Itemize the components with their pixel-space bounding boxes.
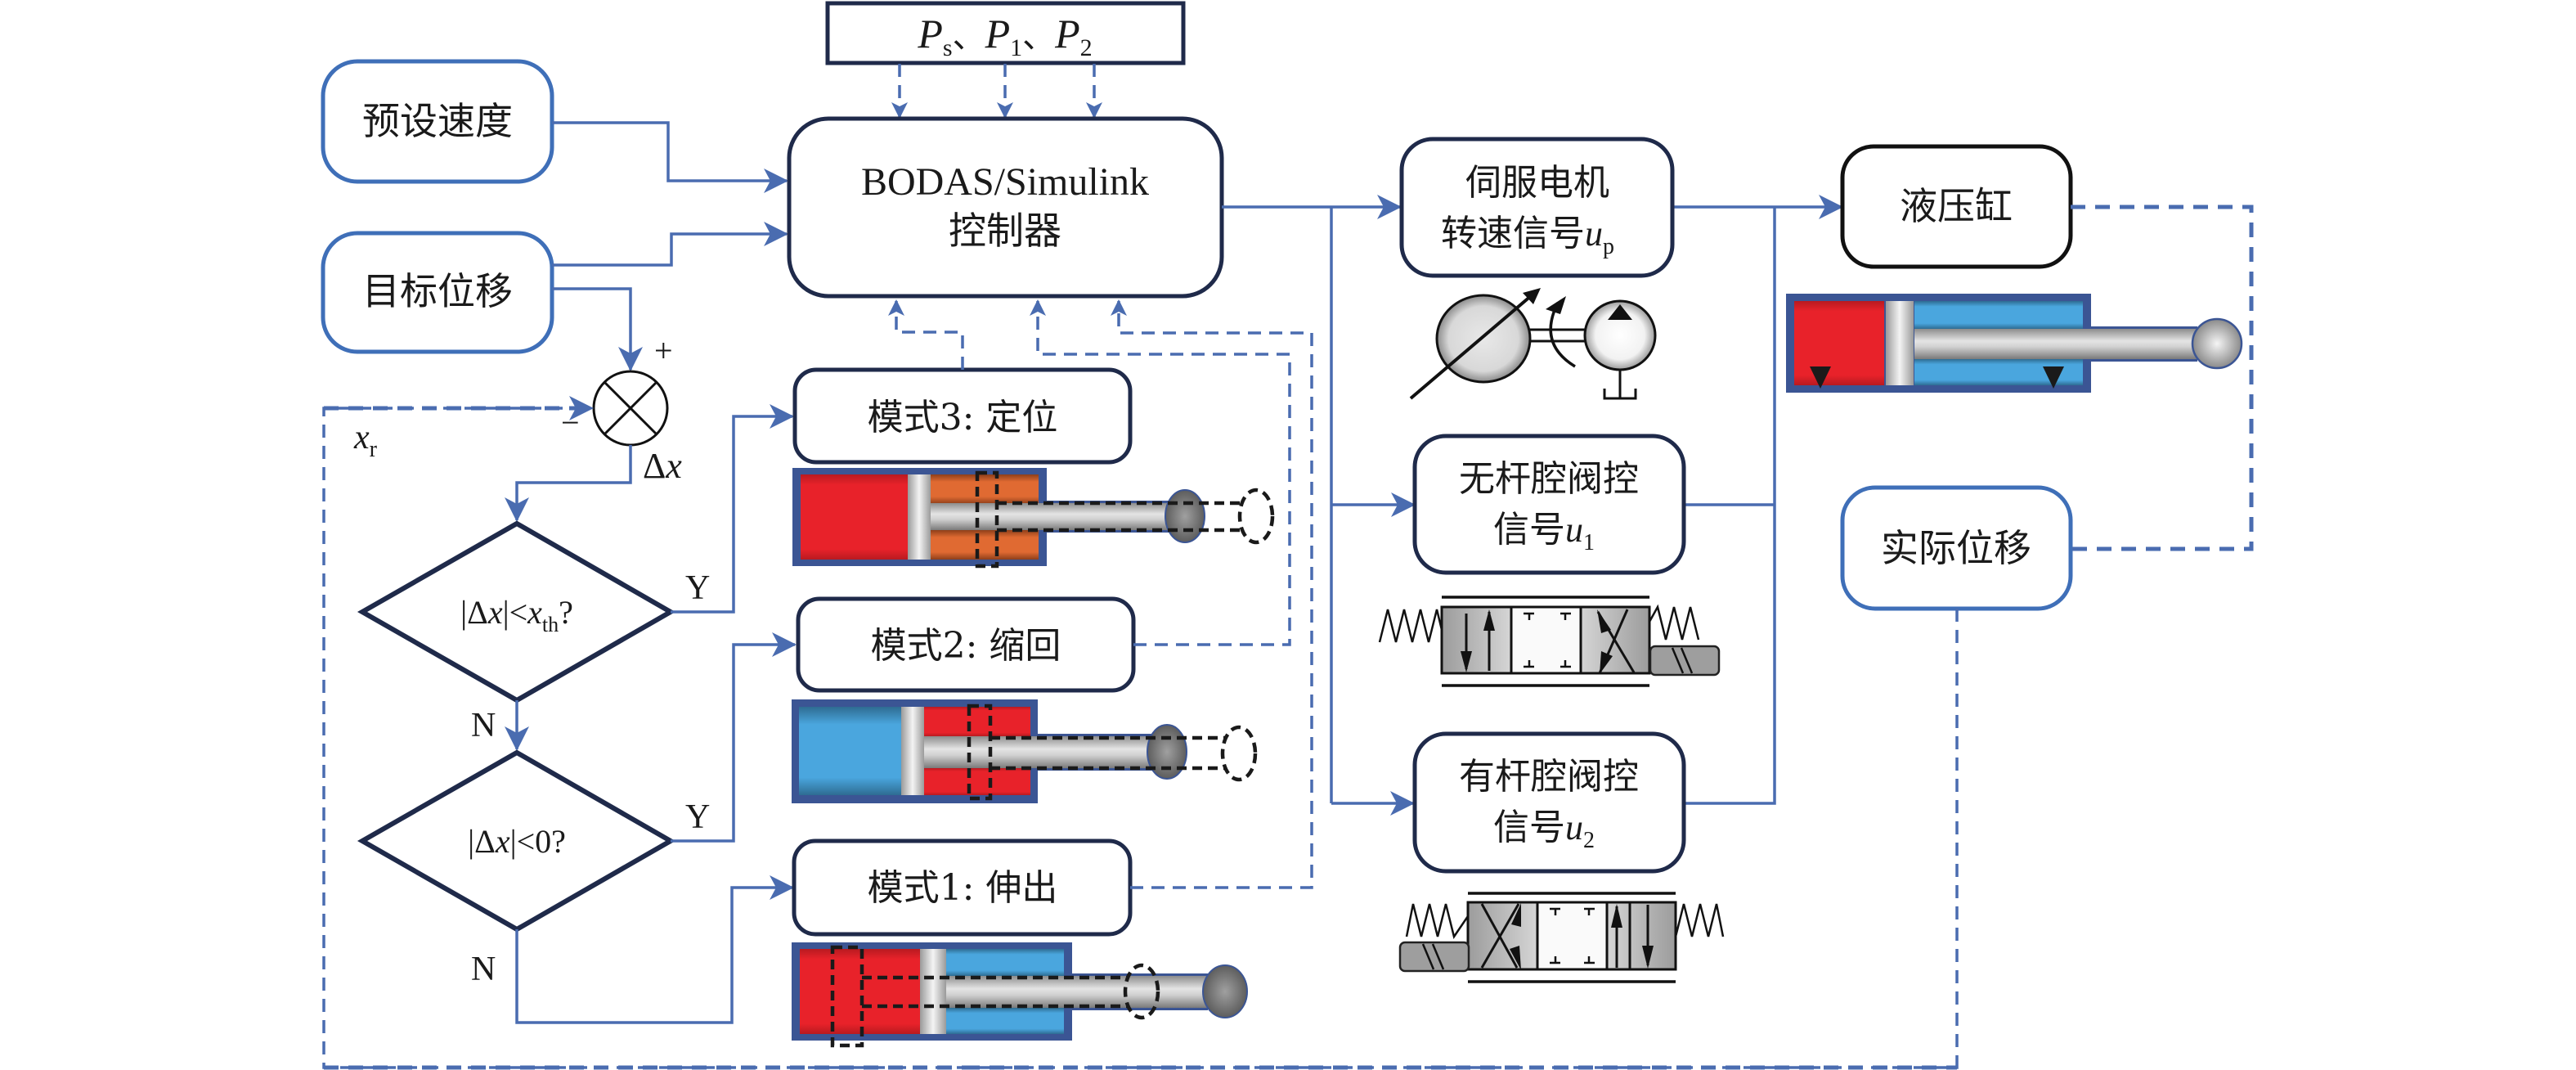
target-to-controller-arrow <box>552 222 788 267</box>
rod-valve-line1: 有杆腔阀控 <box>1459 756 1639 798</box>
mode2-box: 模式2: 缩回 <box>796 596 1136 693</box>
summing-junction <box>592 370 669 447</box>
controller-box: BODAS/Simulink 控制器 <box>787 116 1224 299</box>
decision1-yes-to-mode3-arrow <box>671 404 794 614</box>
mode3-box: 模式3: 定位 <box>792 367 1133 465</box>
rodless-valve-line1: 无杆腔阀控 <box>1459 458 1639 500</box>
servo-pump-icon <box>1409 288 1657 400</box>
preset-speed-to-controller-arrow <box>552 121 788 193</box>
rodless-valve-icon <box>1378 596 1721 687</box>
preset-speed-label: 预设速度 <box>362 99 513 143</box>
servo-motor-box: 伺服电机 转速信号up <box>1399 137 1675 278</box>
hydraulic-cylinder-icon <box>1786 294 2243 393</box>
decision1-yes-label: Y <box>685 569 710 607</box>
pressure-sensors-box: Ps、P1、P2 <box>825 1 1186 65</box>
decision2-yes-label: Y <box>685 798 710 836</box>
controller-title: BODAS/Simulink <box>861 160 1149 204</box>
rod-valve-icon <box>1398 892 1725 983</box>
decision-threshold-text: |Δx|<xth? <box>460 594 573 636</box>
decision-negative: |Δx|<0? <box>357 749 676 933</box>
rod-valve-line2: 信号u2 <box>1493 807 1595 853</box>
controller-subtitle: 控制器 <box>949 209 1061 253</box>
target-displacement-box: 目标位移 <box>321 231 554 354</box>
preset-speed-box: 预设速度 <box>321 59 554 184</box>
delta-x-label: Δx <box>643 446 682 486</box>
mode1-cylinder-icon <box>792 942 1248 1048</box>
decision2-no-to-mode1-arrow <box>515 875 794 1024</box>
servo-motor-line2: 转速信号up <box>1441 213 1614 259</box>
mode2-cylinder-icon <box>792 699 1258 803</box>
mode2-label: 模式2: 缩回 <box>871 625 1061 667</box>
cylinder-to-displacement-dashed-line <box>2071 205 2254 551</box>
decision1-no-label: N <box>471 707 496 744</box>
hydraulic-cylinder-label: 液压缸 <box>1900 184 2013 228</box>
actual-displacement-box: 实际位移 <box>1840 485 2073 611</box>
mode3-to-controller-dashed-arrow <box>888 299 964 370</box>
mode3-cylinder-icon <box>792 468 1275 569</box>
rodless-valve-box: 无杆腔阀控 信号u1 <box>1412 434 1686 575</box>
target-displacement-label: 目标位移 <box>362 269 513 313</box>
hydraulic-cylinder-box: 液压缸 <box>1840 144 2073 269</box>
mode1-box: 模式1: 伸出 <box>792 838 1133 937</box>
decision-negative-text: |Δx|<0? <box>468 823 566 860</box>
summer-plus-sign: + <box>654 332 673 369</box>
actual-displacement-label: 实际位移 <box>1881 526 2031 570</box>
servo-motor-line1: 伺服电机 <box>1465 162 1609 204</box>
mode1-label: 模式1: 伸出 <box>868 867 1058 909</box>
mode1-to-controller-dashed-arrow <box>1111 299 1313 889</box>
decision2-yes-to-mode2-arrow <box>671 632 797 843</box>
rodless-valve-line2: 信号u1 <box>1493 509 1595 555</box>
pressure-sensors-label: Ps、P1、P2 <box>917 11 1092 61</box>
actuator-output-bus <box>1684 207 1776 805</box>
decision-threshold: |Δx|<xth? <box>357 520 676 704</box>
pressure-signal-arrows <box>891 64 1102 119</box>
summer-to-decision1-arrow <box>505 445 632 522</box>
mode2-to-controller-dashed-arrow <box>1030 299 1291 646</box>
mode3-label: 模式3: 定位 <box>868 397 1058 438</box>
rod-valve-box: 有杆腔阀控 信号u2 <box>1412 731 1686 874</box>
xr-feedback-label: xr <box>353 419 378 462</box>
decision2-no-label: N <box>471 951 496 988</box>
target-to-summer-arrow <box>552 287 643 371</box>
